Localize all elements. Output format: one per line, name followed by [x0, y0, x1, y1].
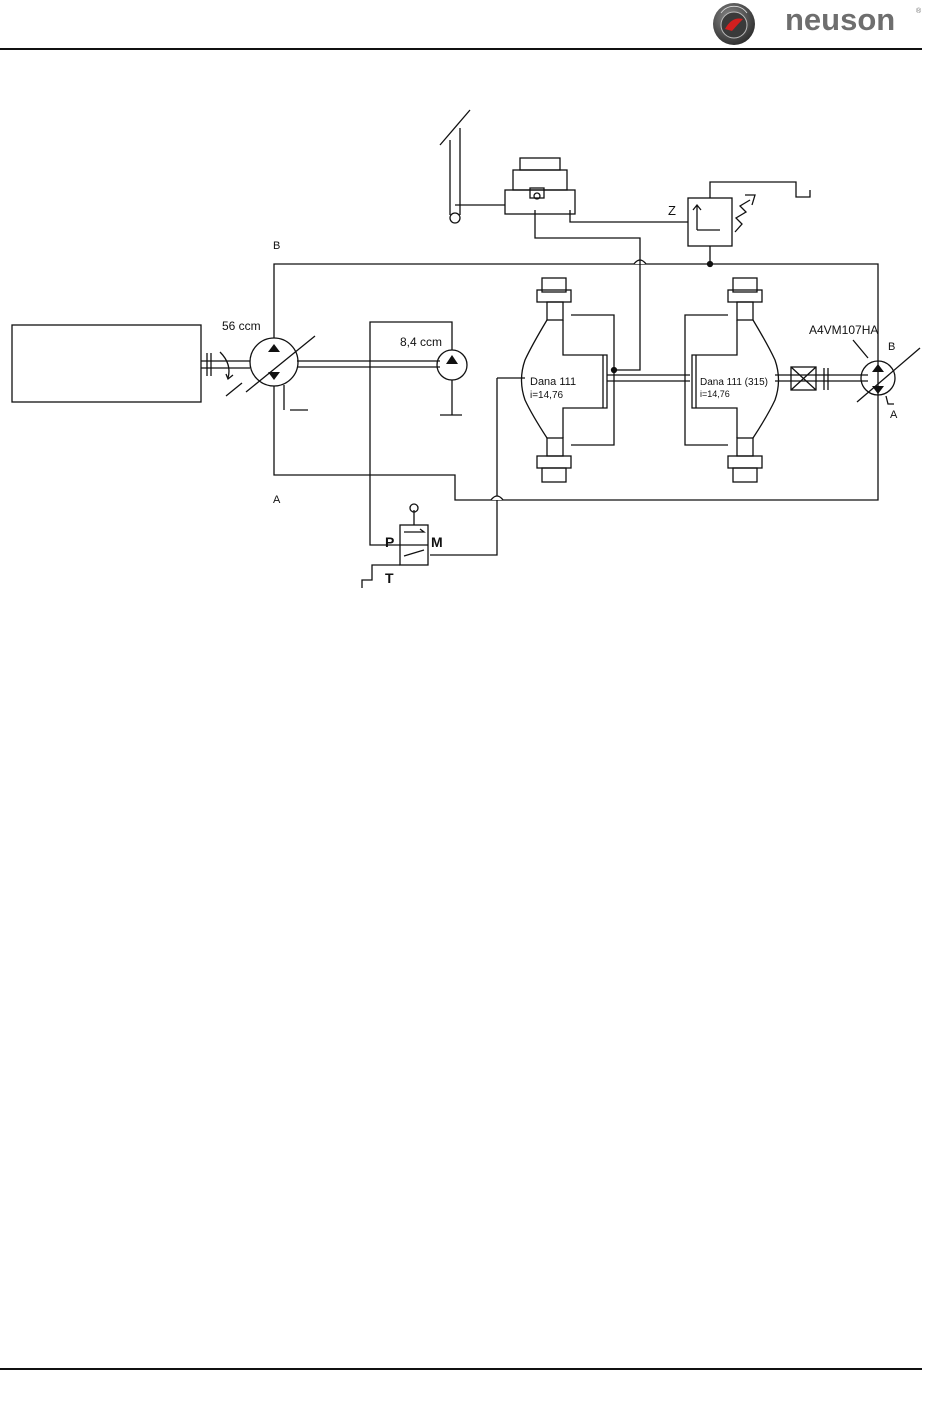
port-b-left-label: B: [273, 240, 280, 252]
port-a-left-label: A: [273, 494, 281, 506]
valve-port-t: T: [385, 570, 394, 586]
port-b-right-label: B: [888, 341, 895, 353]
footer-rule: [0, 1368, 922, 1370]
rear-axle-name: Dana 111 (315): [700, 377, 768, 388]
brand-name: neuson: [785, 2, 895, 38]
aux-pump-symbol: [437, 350, 467, 380]
valve-port-m: M: [431, 534, 443, 550]
brake-valve: [688, 198, 732, 246]
rear-axle-ratio: i=14,76: [700, 389, 730, 399]
front-axle-ratio: i=14,76: [530, 390, 564, 401]
motor-label: A4VM107HA: [809, 323, 878, 337]
brake-valve-port-label: Z: [668, 203, 676, 218]
port-a-right-label: A: [890, 409, 898, 421]
engine-block: [12, 325, 201, 402]
aux-pump-label: 8,4 ccm: [400, 335, 442, 349]
main-pump-label: 56 ccm: [222, 319, 261, 333]
front-axle-name: Dana 111: [530, 376, 576, 388]
header-rule: [0, 48, 922, 50]
neuson-badge-icon: [712, 2, 756, 46]
brand-logo: neuson ®: [712, 2, 924, 46]
valve-port-p: P: [385, 534, 394, 550]
registered-mark: ®: [916, 8, 921, 15]
directional-valve: [362, 504, 428, 588]
hydraulic-circuit-diagram: B A 56 ccm 8,4 ccm Z A4VM107HA B A Dana …: [0, 100, 950, 600]
